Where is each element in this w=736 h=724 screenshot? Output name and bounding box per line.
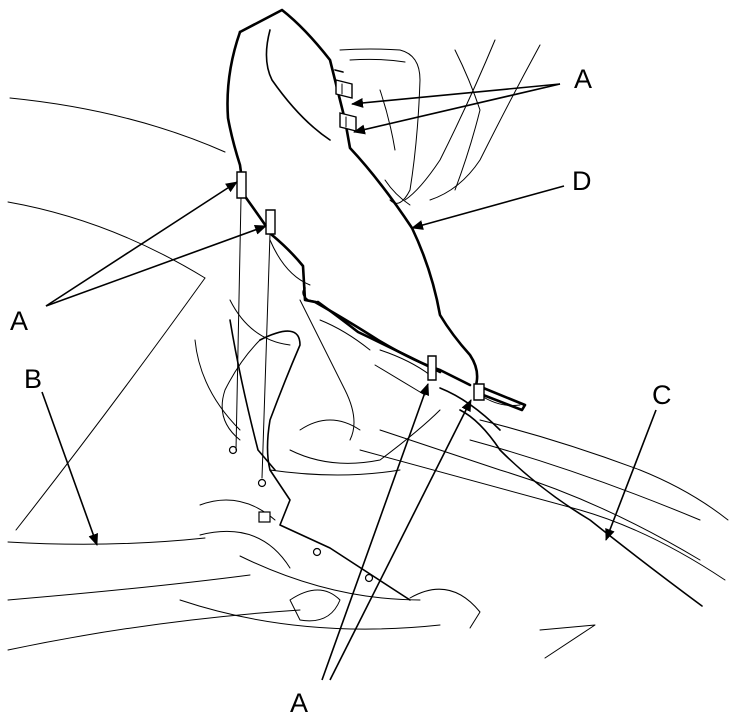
leader-c bbox=[605, 409, 657, 541]
leader-d bbox=[411, 185, 565, 230]
leader-a-bottom-right bbox=[329, 399, 472, 681]
clip-a-top-lower bbox=[339, 112, 357, 132]
leader-a-top-lower bbox=[353, 83, 561, 135]
clip-a-bottom-right bbox=[473, 383, 485, 401]
clip-a-bottom-left bbox=[427, 355, 437, 381]
mounting-hole bbox=[228, 445, 238, 455]
clip-a-left-upper bbox=[235, 171, 247, 451]
callout-b: B bbox=[24, 364, 42, 394]
mounting-hole bbox=[257, 478, 267, 488]
leader-a-bottom-left bbox=[321, 383, 429, 681]
callout-a-bottom: A bbox=[290, 688, 308, 718]
callout-labels: A D A B C A bbox=[10, 64, 672, 718]
callout-d: D bbox=[572, 166, 592, 196]
clips-a bbox=[235, 79, 485, 479]
clip-a-top-upper bbox=[335, 79, 353, 99]
leader-a-left-lower bbox=[45, 225, 267, 307]
callout-c: C bbox=[652, 380, 672, 410]
leader-lines bbox=[41, 83, 657, 681]
duct-d bbox=[226, 8, 527, 412]
mounting-slot bbox=[258, 511, 271, 523]
background-structure bbox=[7, 39, 729, 659]
callout-a-left: A bbox=[10, 306, 28, 336]
leader-b bbox=[41, 391, 98, 546]
leader-a-top-upper bbox=[351, 83, 561, 108]
bracket-c bbox=[228, 319, 703, 607]
leader-a-left-upper bbox=[45, 181, 238, 307]
callout-a-top-right: A bbox=[574, 64, 592, 94]
mounting-hole bbox=[312, 547, 322, 557]
mounting-hole bbox=[364, 573, 374, 583]
